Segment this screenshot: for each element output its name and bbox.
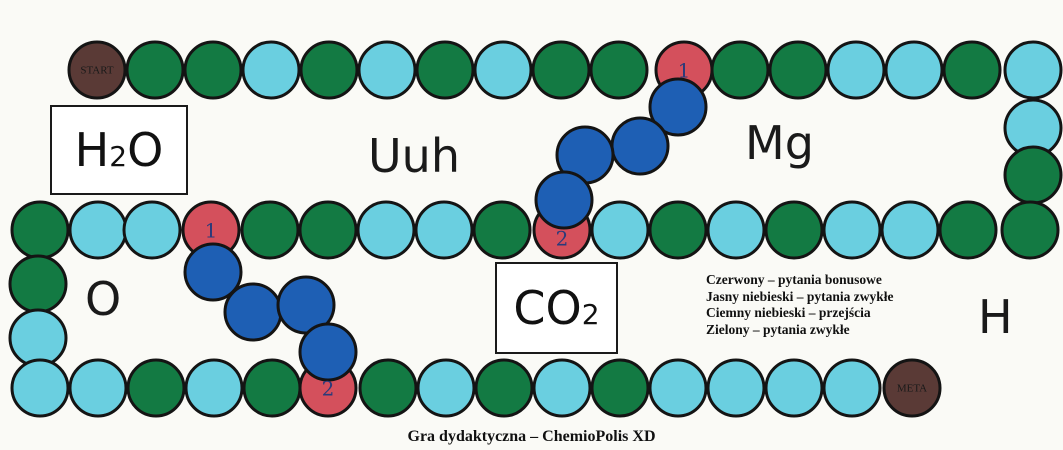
tile-row1-6 xyxy=(357,40,417,100)
legend-item-green: Zielony – pytania zwykłe xyxy=(706,321,850,337)
tile-row3-4 xyxy=(184,358,244,418)
shortcut-upper-tile-4 xyxy=(534,170,594,230)
symbol-mg: Mg xyxy=(745,116,814,170)
tile-row1-17 xyxy=(1003,40,1063,100)
caption: Gra dydaktyczna – ChemioPolis XD xyxy=(407,428,656,445)
tile-row2-17 xyxy=(938,200,998,260)
tile-row2-13 xyxy=(706,200,766,260)
tile-row2-5 xyxy=(240,200,300,260)
tile-row2-3 xyxy=(122,200,182,260)
tile-row3-9 xyxy=(474,358,534,418)
shortcut-path: 1 2 1 2 xyxy=(183,59,708,401)
legend: Czerwony – pytania bonusowe Jasny niebie… xyxy=(706,272,894,338)
tile-row3-16 xyxy=(882,358,942,418)
tile-row3-13 xyxy=(706,358,766,418)
tile-row2-8 xyxy=(414,200,474,260)
tile-row2-12 xyxy=(648,200,708,260)
tile-row1-13 xyxy=(768,40,828,100)
tile-row2-18 xyxy=(1000,200,1060,260)
tile-row2-7 xyxy=(356,200,416,260)
legend-item-red: Czerwony – pytania bonusowe xyxy=(706,272,882,287)
shortcut-upper-tile-2 xyxy=(610,116,670,176)
tile-row1-10 xyxy=(589,40,649,100)
tile-row1-9 xyxy=(531,40,591,100)
board-path: START META xyxy=(8,40,1063,418)
shortcut-number-3: 1 xyxy=(205,219,218,243)
tile-right-column-2 xyxy=(1003,145,1063,205)
start-label: START xyxy=(80,65,114,77)
tile-row3-1 xyxy=(10,358,70,418)
tile-row3-2 xyxy=(68,358,128,418)
shortcut-lower-tile-4 xyxy=(298,322,358,382)
tile-row3-12 xyxy=(648,358,708,418)
symbol-o: O xyxy=(85,272,122,326)
legend-item-dark-blue: Ciemny niebieski – przejścia xyxy=(706,305,871,320)
meta-label: META xyxy=(897,383,927,395)
tile-row2-2 xyxy=(68,200,128,260)
tile-row3-5 xyxy=(242,358,302,418)
shortcut-upper-tile-1 xyxy=(648,77,708,137)
h2o-subscript: 2 xyxy=(109,139,128,173)
tile-row2-9 xyxy=(472,200,532,260)
symbol-uuh: Uuh xyxy=(368,129,460,183)
tile-left-column-1 xyxy=(8,254,68,314)
symbol-h: H xyxy=(978,290,1013,344)
tile-row3-14 xyxy=(764,358,824,418)
tile-row3-11 xyxy=(590,358,650,418)
tile-row1-2 xyxy=(125,40,185,100)
tile-row2-1 xyxy=(10,200,70,260)
shortcut-lower-tile-2 xyxy=(223,282,283,342)
tile-row1-14 xyxy=(826,40,886,100)
tile-row1-15 xyxy=(884,40,944,100)
tile-row1-12 xyxy=(710,40,770,100)
tile-row2-15 xyxy=(822,200,882,260)
tile-row1-3 xyxy=(183,40,243,100)
tile-row1-7 xyxy=(415,40,475,100)
h2o-end: O xyxy=(127,123,164,177)
co2-main: CO xyxy=(513,281,582,335)
tile-row3-10 xyxy=(532,358,592,418)
co2-subscript: 2 xyxy=(581,297,600,331)
shortcut-number-1: 1 xyxy=(678,59,691,83)
tile-row2-14 xyxy=(764,200,824,260)
tile-left-column-2 xyxy=(8,308,68,368)
tile-row3-8 xyxy=(416,358,476,418)
tile-row2-11 xyxy=(590,200,650,260)
shortcut-number-2: 2 xyxy=(556,227,569,251)
tile-row3-15 xyxy=(822,358,882,418)
tile-row1-5 xyxy=(299,40,359,100)
shortcut-number-4: 2 xyxy=(322,377,335,401)
tile-row1-16 xyxy=(942,40,1002,100)
tile-row3-7 xyxy=(358,358,418,418)
h2o-main: H xyxy=(74,123,110,177)
tile-row2-6 xyxy=(298,200,358,260)
tile-row1-4 xyxy=(241,40,301,100)
legend-item-light-blue: Jasny niebieski – pytania zwykłe xyxy=(706,288,894,304)
shortcut-lower-tile-1 xyxy=(183,242,243,302)
tile-row1-1 xyxy=(67,40,127,100)
tile-row1-8 xyxy=(473,40,533,100)
tile-row2-16 xyxy=(880,200,940,260)
tile-row3-3 xyxy=(126,358,186,418)
